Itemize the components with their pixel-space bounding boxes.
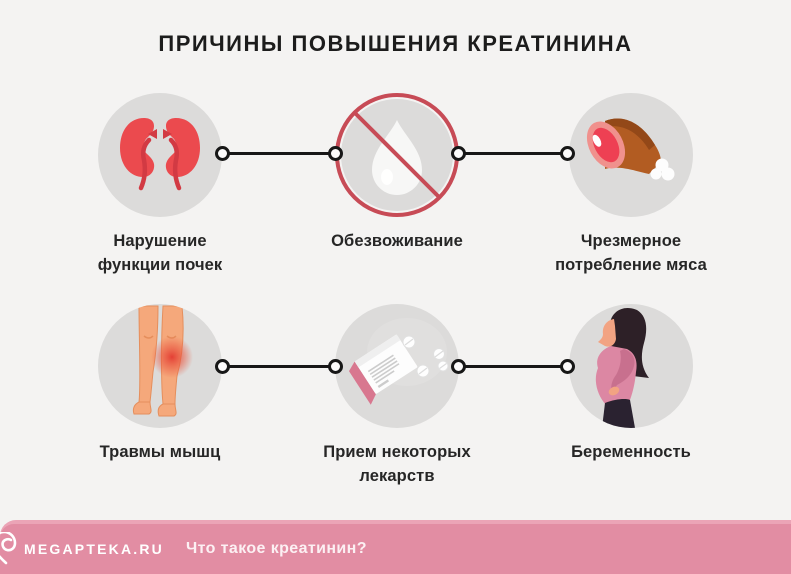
injured-legs-icon: [98, 304, 222, 428]
cause-card-muscle-injury: Травмы мышц: [40, 304, 280, 464]
cause-label: Прием некоторых лекарств: [323, 443, 471, 485]
meat-icon: [569, 93, 693, 217]
cause-card-pregnancy: Беременность: [511, 304, 751, 464]
footer-bar: MEGAPTEKA.RU Что такое креатинин?: [0, 524, 791, 574]
connector-line: [215, 359, 343, 374]
kidneys-icon: [98, 93, 222, 217]
footer-brand: MEGAPTEKA.RU: [24, 541, 164, 557]
page-title: ПРИЧИНЫ ПОВЫШЕНИЯ КРЕАТИНИНА: [158, 31, 633, 56]
connector-line: [215, 146, 343, 161]
cause-card-kidneys: Нарушение функции почек: [40, 93, 280, 277]
connector-line: [451, 146, 575, 161]
megapteka-pin-logo-icon: [0, 530, 19, 571]
cause-label: Травмы мышц: [99, 443, 221, 461]
pregnant-woman-icon: [569, 304, 693, 428]
cause-card-dehydration: Обезвоживание: [277, 93, 517, 253]
cause-label: Обезвоживание: [331, 232, 463, 250]
cause-card-medications: Прием некоторых лекарств: [277, 304, 517, 488]
cause-card-meat: Чрезмерное потребление мяса: [511, 93, 751, 277]
cause-label: Беременность: [571, 443, 691, 461]
footer-question: Что такое креатинин?: [185, 540, 367, 557]
no-water-drop-icon: [335, 93, 459, 217]
connector-line: [451, 359, 575, 374]
medicine-box-icon: [335, 304, 459, 428]
cause-label: Чрезмерное потребление мяса: [555, 232, 707, 274]
cause-label: Нарушение функции почек: [97, 232, 223, 274]
